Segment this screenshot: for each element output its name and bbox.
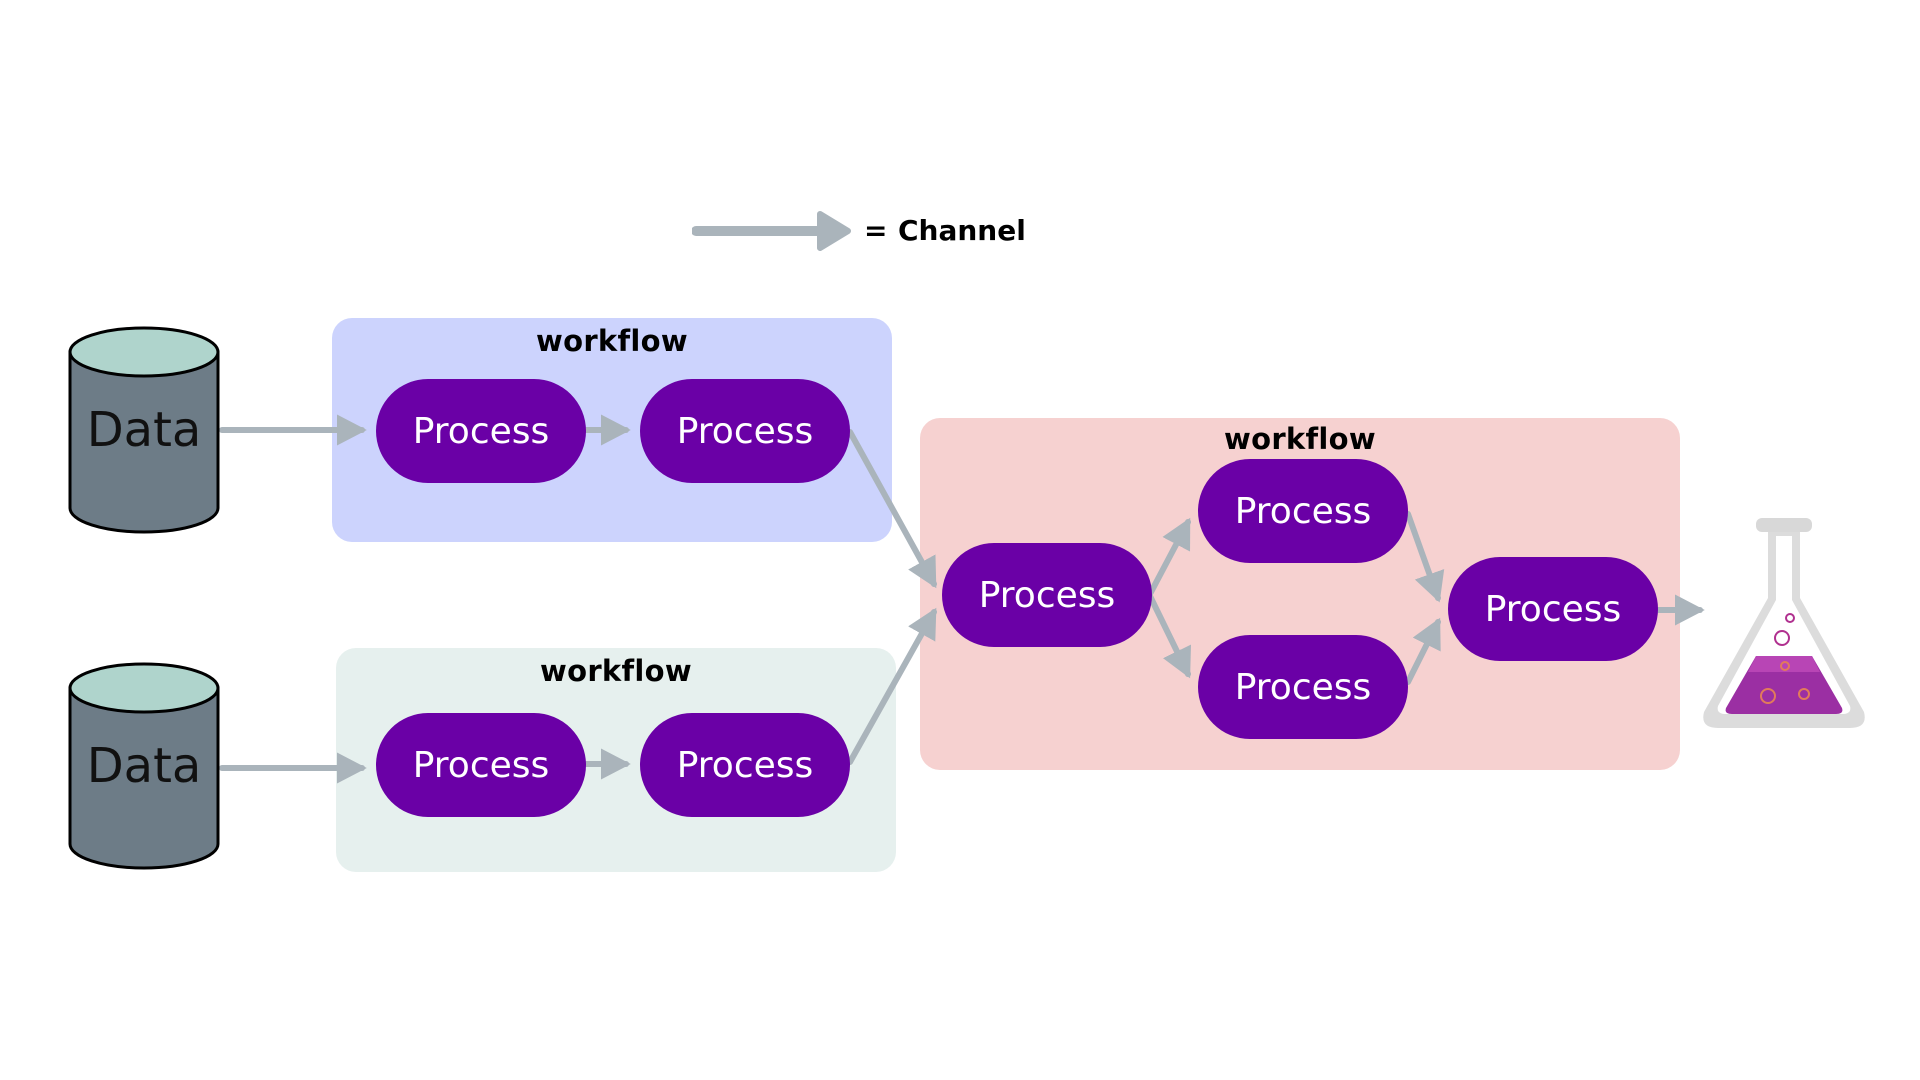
- database-label: Data: [86, 738, 202, 794]
- database-icon: Data: [66, 660, 222, 872]
- legend-equals: =: [864, 214, 888, 247]
- process-node: Process: [942, 543, 1152, 647]
- channel-arrow-icon: [692, 211, 851, 251]
- process-node: Process: [376, 379, 586, 483]
- process-node: Process: [1448, 557, 1658, 661]
- flask-icon: [1700, 516, 1868, 732]
- legend: = Channel: [692, 210, 1052, 252]
- workflow-title: workflow: [536, 324, 688, 358]
- process-node: Process: [640, 713, 850, 817]
- process-node: Process: [1198, 635, 1408, 739]
- workflow-title: workflow: [540, 654, 692, 688]
- process-node: Process: [376, 713, 586, 817]
- database-label: Data: [86, 402, 202, 458]
- legend-label: Channel: [898, 214, 1026, 247]
- workflow-title: workflow: [1224, 422, 1376, 456]
- process-node: Process: [640, 379, 850, 483]
- process-node: Process: [1198, 459, 1408, 563]
- database-icon: Data: [66, 324, 222, 536]
